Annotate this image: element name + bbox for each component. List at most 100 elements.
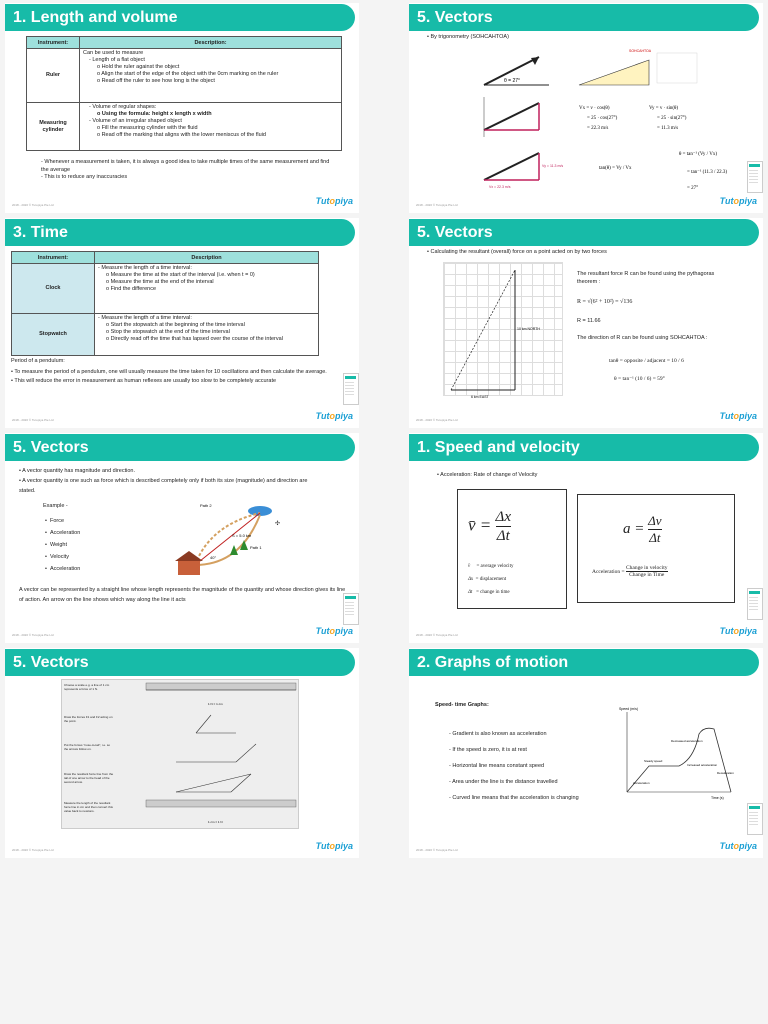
equation: Vy = v · sin(θ) [649,106,678,111]
bullets: • A vector quantity has magnitude and di… [19,468,308,494]
speed-time-graph: Speed (m/s) Time (s) Decreased accelerat… [619,707,734,800]
tutopiya-logo: Tutopiya [315,411,353,421]
slide-thumbnail [747,161,763,193]
instrument-description: - Volume of regular shapes: o Using the … [79,102,342,151]
step-text: Measure the length of the resultant forc… [64,801,113,813]
vector-arrow [483,56,540,86]
footer-copyright: 2018 - 2020 © Tutopiya Pte Ltd [12,418,54,422]
slide-title: 1. Length and volume [5,4,355,31]
instrument-description: - Measure the length of a time interval:… [94,263,319,314]
section-heading: Speed- time Graphs: [435,702,489,708]
example-item: Force [49,518,65,524]
footer-copyright: 2018 - 2020 © Tutopiya Pte Ltd [416,418,458,422]
resultant-diagram: 6 km EAST 10 km NORTH [450,269,540,399]
slide-title: 5. Vectors [409,4,759,31]
equation: = 27° [687,186,698,191]
step-text: Choose a scale e.g. a line of 1 cm repre… [64,683,110,691]
slide-title: 1. Speed and velocity [409,434,759,461]
ruler [145,799,297,808]
footer-copyright: 2018 - 2020 © Tutopiya Pte Ltd [12,633,54,637]
slide-thumbnail [343,373,359,405]
note-item: Whenever a measurement is taken, it is a… [41,159,331,174]
lake [248,506,272,516]
equation: R = 11.66 [577,318,601,324]
tutopiya-logo: Tutopiya [719,411,757,421]
tutopiya-logo: Tutopiya [315,626,353,636]
point-item: Area under the line is the distance trav… [449,774,579,790]
bullet-text: A vector quantity has magnitude and dire… [22,468,135,474]
instrument-name: Measuring cylinder [26,102,80,151]
footer-copyright: 2018 - 2020 © Tutopiya Pte Ltd [12,848,54,852]
sohcahtoa-legend [656,52,698,84]
note-item: This is to reduce any inaccuracies [41,174,331,182]
example-item: Acceleration [49,530,81,536]
step-text: Draw the resultant force line from the t… [64,772,114,784]
slide-thumbnail [343,593,359,625]
instrument-table: Instrument: Description Clock - Measure … [11,251,319,356]
pendulum-heading: Period of a pendulum: [11,358,65,364]
bullet-text: A vector quantity is one such as force w… [19,478,308,494]
scale-label: 1 cm = 1 N [208,820,223,824]
equation: Vx = v · cos(θ) [579,106,610,111]
distance-label: S = 5.0 km [232,533,252,538]
slide-vectors-intro: 5. Vectors • A vector quantity has magni… [5,433,359,643]
resultant-text: The resultant force R can be found using… [577,271,715,285]
example-heading: Example - [43,503,68,509]
tutopiya-logo: Tutopiya [315,841,353,851]
angle-label: 40° [210,555,216,560]
slide-title: 2. Graphs of motion [409,649,759,676]
table-header: Description: [79,36,342,49]
path-illustration: ✣ Path 2 Path 1 S = 5.0 km 40° [175,503,280,575]
bullet-text: To measure the period of a pendulum, one… [14,369,327,375]
graph-label: Acceleration [633,781,650,785]
desc-line: o Read off the ruler to see how long is … [97,78,215,84]
pendulum-bullets: • To measure the period of a pendulum, o… [11,369,327,384]
equation: = tan⁻¹ (11.3 / 22.3) [687,169,727,175]
footer-copyright: 2018 - 2020 © Tutopiya Pte Ltd [416,633,458,637]
desc-line: o Align the start of the edge of the obj… [97,71,279,77]
y-axis-label: Speed (m/s) [619,707,638,711]
graph-label: Increased acceleration [687,763,718,767]
point-item: Gradient is also known as acceleration [449,726,579,742]
house [178,561,200,575]
path2-label: Path 2 [200,503,212,508]
slide-thumbnail [747,803,763,835]
equation: θ = tan⁻¹ (Vy / Vx) [679,151,717,157]
desc-line: o Start the stopwatch at the beginning o… [106,322,245,328]
notes: Whenever a measurement is taken, it is a… [31,159,331,182]
desc-line: o Measure the time at the end of the int… [106,279,214,285]
graph-label: Decreased acceleration [671,739,703,743]
desc-line: o Stop the stopwatch at the end of the t… [106,329,230,335]
slide-time: 3. Time Instrument: Description Clock - … [5,218,359,428]
east-label: 6 km EAST [471,395,490,399]
table-header: Instrument: [11,251,95,264]
slide-length-volume: 1. Length and volume Instrument: Descrip… [5,3,359,213]
tutopiya-logo: Tutopiya [719,841,757,851]
slide-title: 5. Vectors [5,649,355,676]
direction-text: The direction of R can be found using SO… [577,335,708,341]
footer-copyright: 2018 - 2020 © Tutopiya Pte Ltd [416,203,458,207]
slide-thumbnail [747,588,763,620]
slide-vectors-resultant: 5. Vectors • Calculating the resultant (… [409,218,763,428]
vx-label: Vx = 22.3 m/s [489,185,511,189]
equation: θ = tan⁻¹ (10 / 6) = 59° [614,376,665,382]
tutopiya-logo: Tutopiya [719,626,757,636]
example-item: Acceleration [49,566,81,572]
desc-line: o Find the difference [106,286,157,292]
desc-line: - Volume of an irregular shaped object [89,118,182,124]
instrument-name: Stopwatch [11,313,95,356]
slide-speed-velocity: 1. Speed and velocity • Acceleration: Ra… [409,433,763,643]
desc-line: o Read off the marking that aligns with … [97,132,266,138]
point-item: Horizontal line means constant speed [449,758,579,774]
north-label: 10 km NORTH [517,327,540,331]
vector-paragraph: A vector can be represented by a straigh… [19,587,346,603]
slide-title: 3. Time [5,219,355,246]
slide-title: 5. Vectors [409,219,759,246]
desc-line: Can be used to measure [83,50,144,56]
slide-vectors-scale: 5. Vectors Choose a scale e.g. a line of… [5,648,359,858]
displacement-arrow [194,512,261,566]
bullet: • By trigonometry (SOHCAHTOA) [427,34,509,40]
